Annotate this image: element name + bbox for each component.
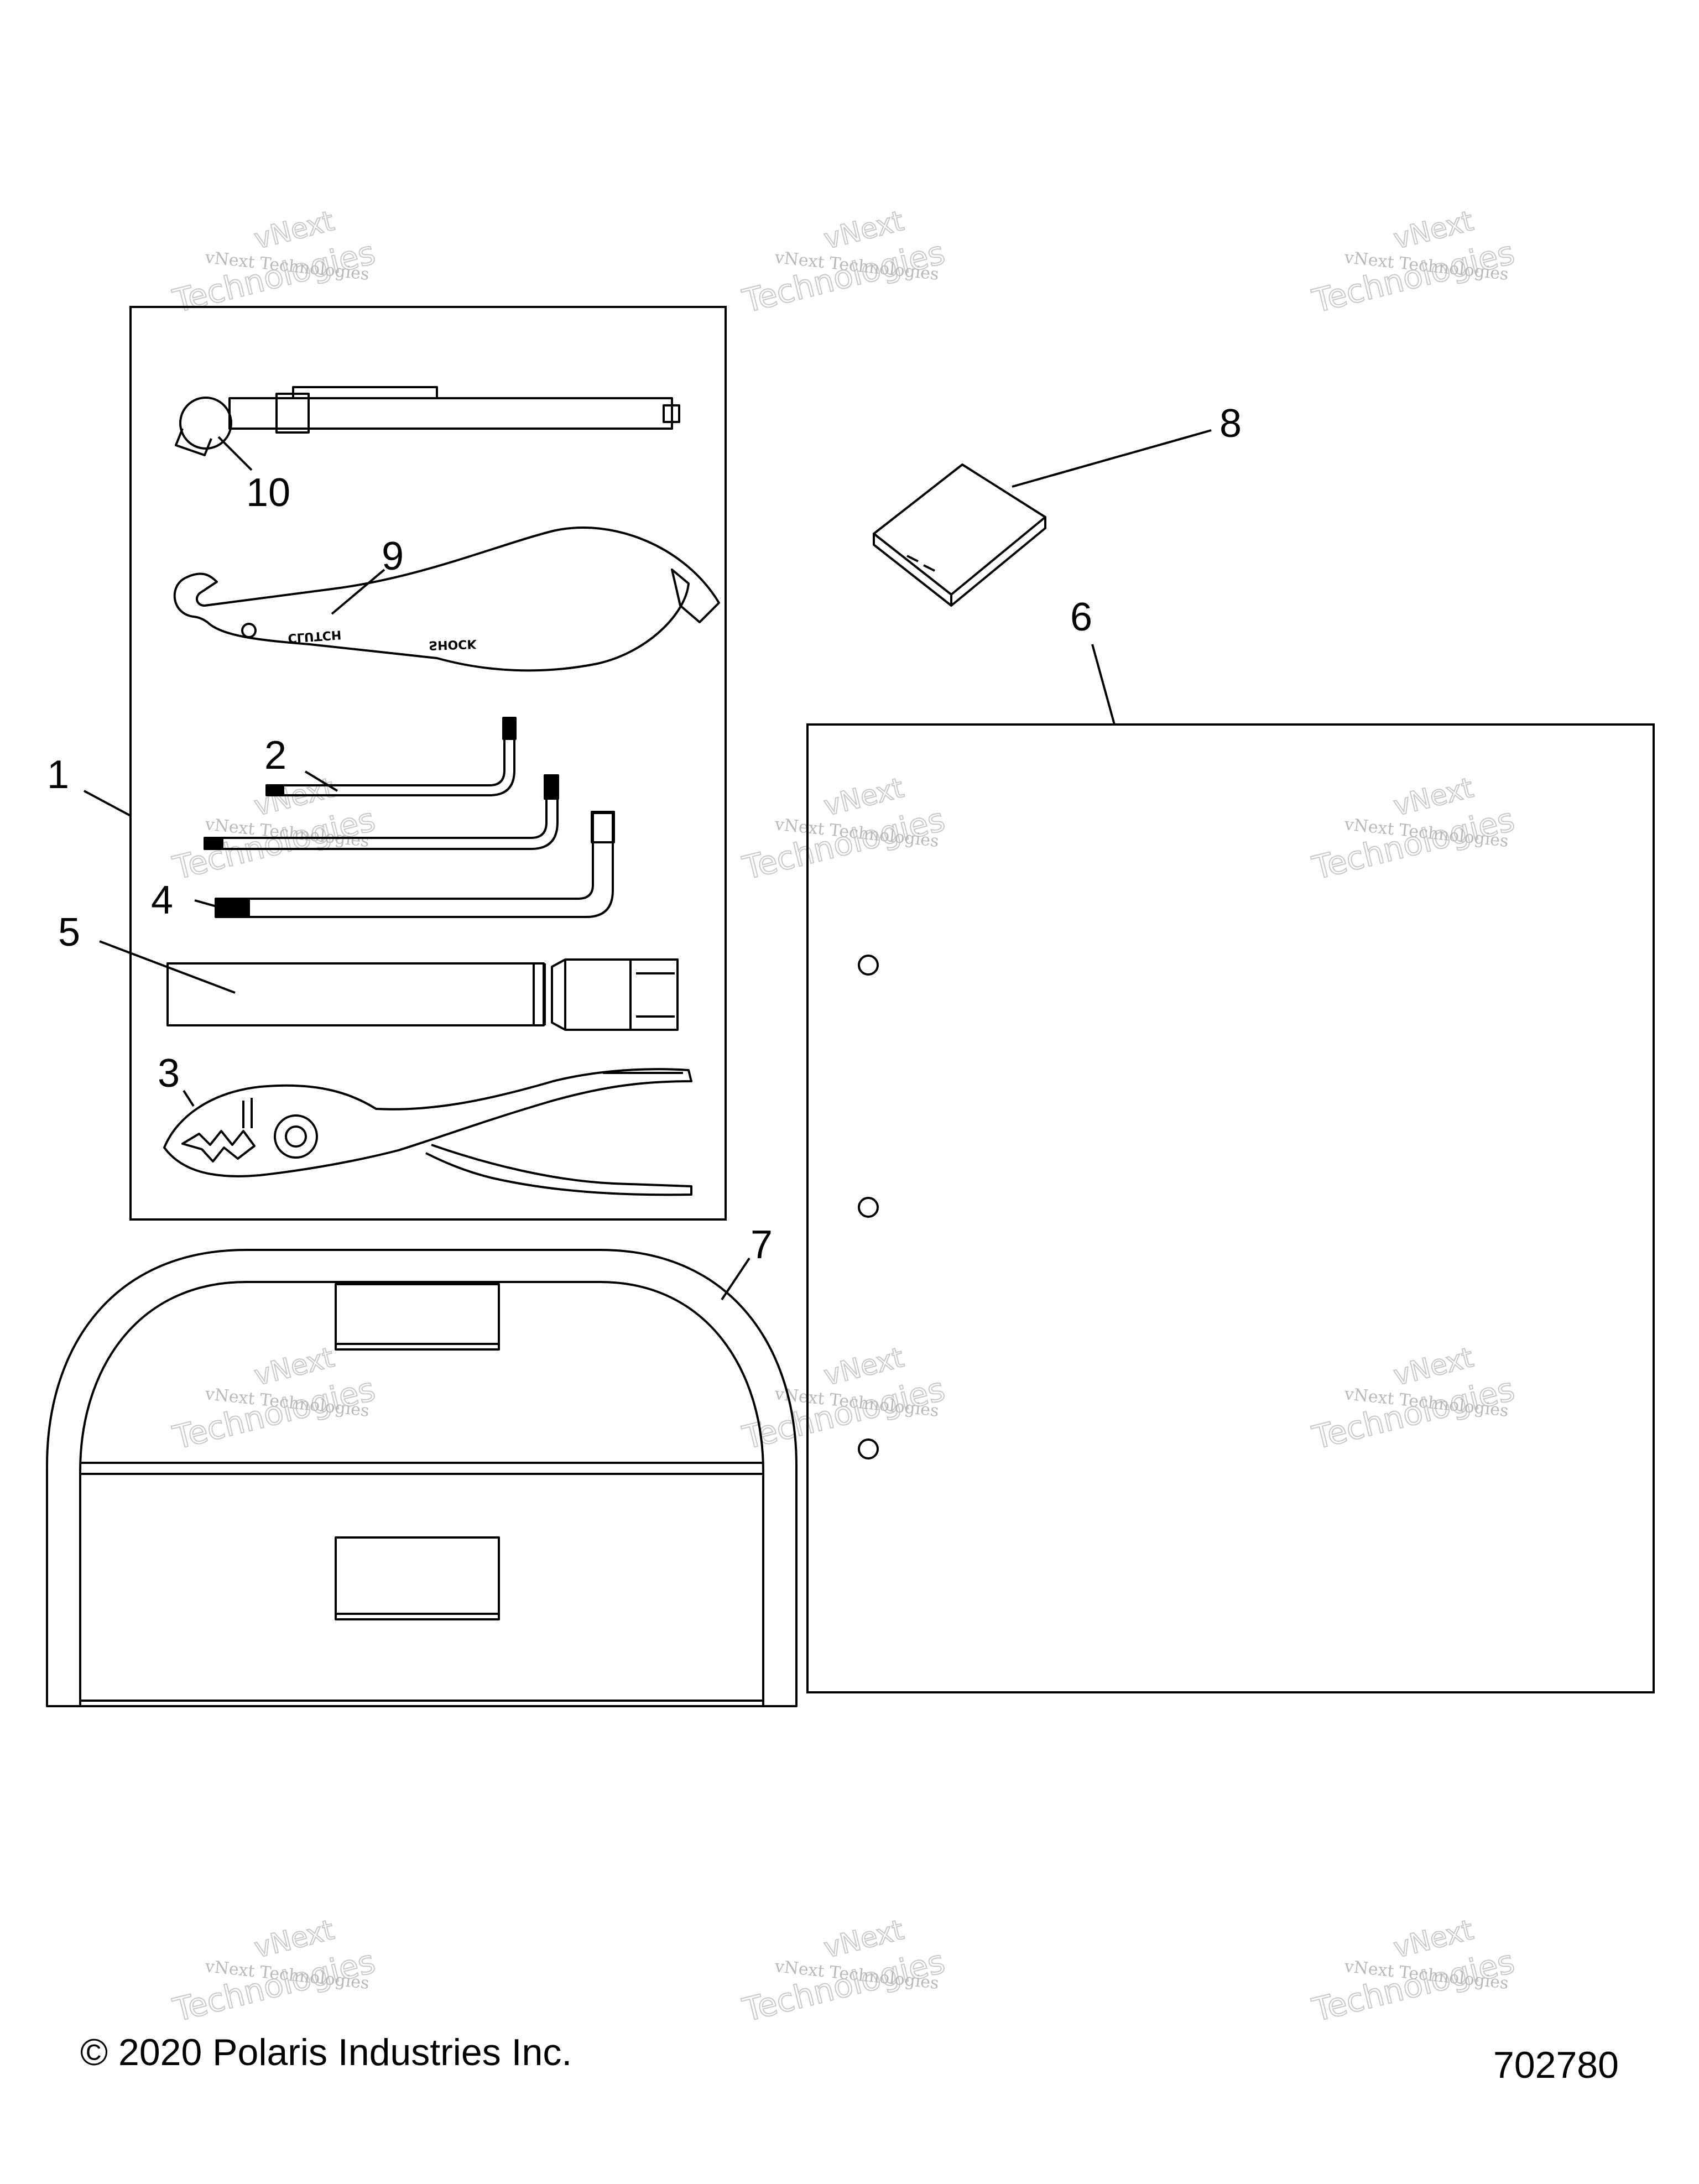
callout-10: 10 <box>246 471 290 515</box>
tool-7-bag <box>46 1249 798 1707</box>
callout-5: 5 <box>58 910 80 955</box>
tool-3-pliers <box>163 1068 692 1196</box>
callout-7: 7 <box>751 1223 773 1267</box>
item-8-card <box>873 463 1046 607</box>
tool-9-spanner <box>173 527 720 672</box>
item-6-manual <box>806 723 1655 1693</box>
tool-kit-panel <box>129 306 727 1221</box>
leader-lines <box>84 429 1212 1301</box>
copyright-text: © 2020 Polaris Industries Inc. <box>80 2031 572 2073</box>
callout-labels: 1 2 3 4 5 6 7 8 9 10 <box>47 402 1242 1267</box>
callout-4: 4 <box>151 878 173 922</box>
document-number: 702780 <box>1493 2044 1619 2086</box>
tool-2-hex-key <box>265 717 517 796</box>
callout-9: 9 <box>382 534 404 578</box>
callout-2: 2 <box>264 733 286 778</box>
callout-3: 3 <box>158 1051 180 1096</box>
tool-5-socket <box>166 958 679 1031</box>
callout-6: 6 <box>1070 595 1092 639</box>
tool-4-hex-key <box>215 811 615 918</box>
callout-8: 8 <box>1219 402 1242 446</box>
tool-10-pen <box>175 386 680 456</box>
tool-hex-key-medium <box>204 774 559 850</box>
clutch-text: CLUTCH <box>288 627 342 645</box>
callout-1: 1 <box>47 753 69 797</box>
shock-text: SHOCK <box>429 637 477 652</box>
